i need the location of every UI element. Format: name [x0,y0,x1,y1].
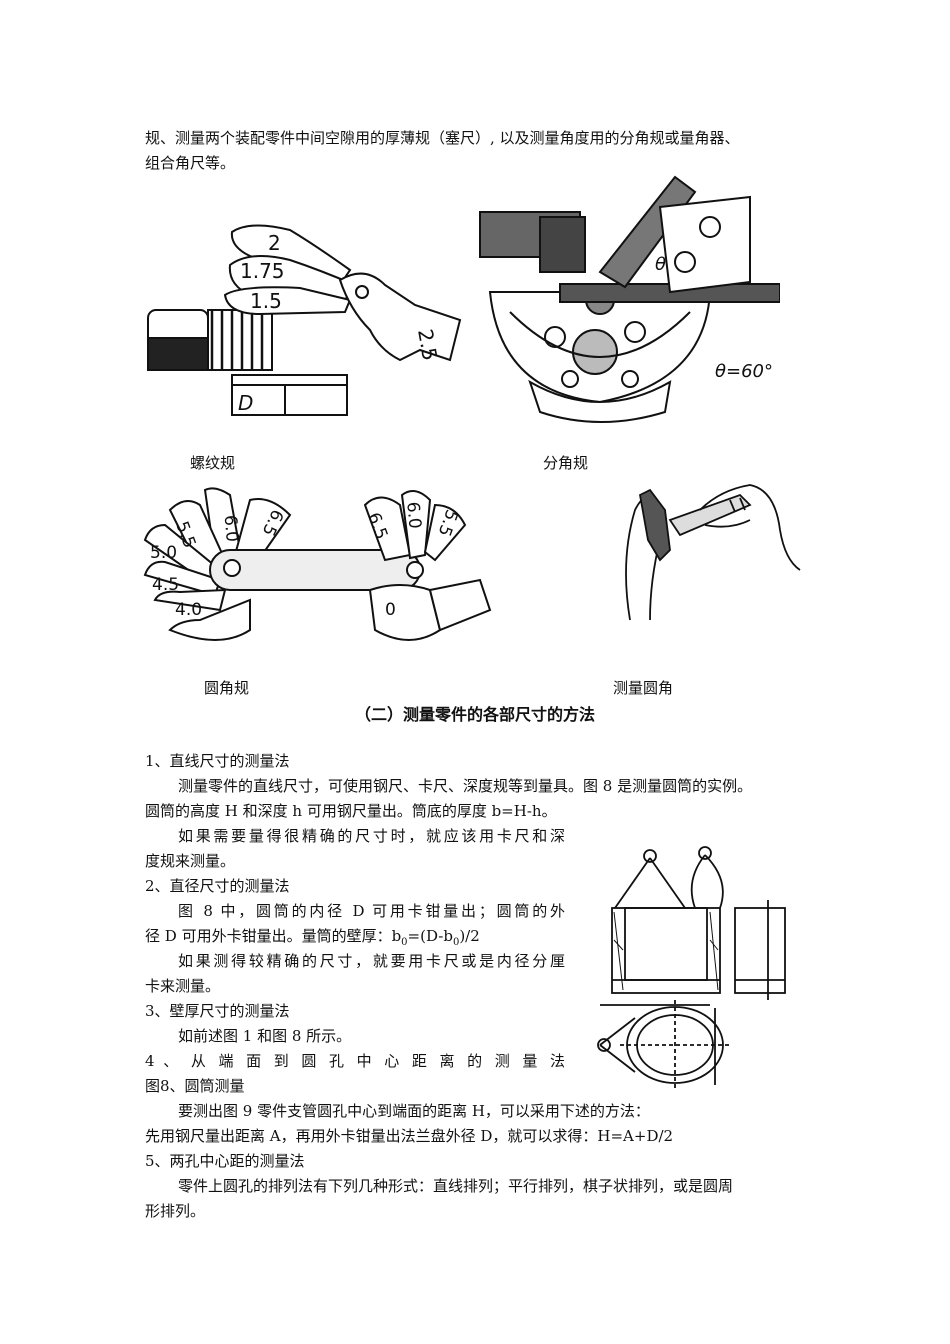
radius-label-45: 4.5 [152,575,179,595]
intro-line-2: 组合角尺等。 [145,154,236,172]
thread-label-175: 1.75 [240,259,285,283]
protractor-label-theta: θ [655,254,666,275]
s2-p1-line1: 图 8 中，圆筒的内径 D 可用卡钳量出；圆筒的外 [178,902,565,920]
intro-line-1: 规、测量两个装配零件中间空隙用的厚薄规（塞尺）, 以及测量角度用的分角规或量角器… [145,129,740,147]
s3-p1: 如前述图 1 和图 8 所示。 [178,1027,352,1045]
radius-label-40: 4.0 [175,600,202,620]
radius-label-60: 6.0 [220,514,242,543]
radius-label-50: 5.0 [150,543,177,563]
thread-label-2: 2 [268,231,281,255]
s4-title: 4 、 从 端 面 到 圆 孔 中 心 距 离 的 测 量 法 [145,1052,565,1070]
s2-title: 2、直径尺寸的测量法 [145,877,290,895]
protractor-figure: θ θ=60° [479,175,780,423]
s4-p1: 要测出图 9 零件支管圆孔中心到端面的距离 H，可以采用下述的方法： [178,1102,650,1120]
s1-title: 1、直线尺寸的测量法 [145,752,290,770]
cylinder-measuring-figure [597,846,786,1090]
section-title: （二）测量零件的各部尺寸的方法 [354,705,595,724]
thread-label-25: 2.5 [413,327,442,362]
radius-gauge-figure: 6.0 5.5 6.5 5.0 4.5 4.0 6.5 6.0 5.5 0 [143,487,492,641]
s1-p1-line1: 测量零件的直线尺寸，可使用钢尺、卡尺、深度规等到量具。图 8 是测量圆筒的实例。 [178,777,753,795]
protractor-label-angle: θ=60° [715,361,773,382]
s1-p2-line2: 度规来测量。 [145,852,236,870]
figure-8-caption: 图8、圆筒测量 [145,1077,245,1095]
s2-p2-line2: 卡来测量。 [145,977,221,995]
caption-protractor: 分角规 [543,454,589,472]
s5-p1-line1: 零件上圆孔的排列法有下列几种形式：直线排列；平行排列，棋子状排列，或是圆周 [178,1177,734,1195]
caption-thread-gauge: 螺纹规 [190,454,236,472]
radius-label-0: 0 [385,600,396,620]
caption-fillet-measuring: 测量圆角 [613,679,674,697]
s1-p1-line2: 圆筒的高度 H 和深度 h 可用钢尺量出。筒底的厚度 b=H-h。 [145,802,557,820]
s3-title: 3、壁厚尺寸的测量法 [145,1002,290,1020]
caption-radius-gauge: 圆角规 [204,679,250,697]
s4-p2: 先用钢尺量出距离 A，再用外卡钳量出法兰盘外径 D，就可以求得：H=A+D/2 [145,1127,674,1145]
s1-p2-line1: 如果需要量得很精确的尺寸时，就应该用卡尺和深 [178,827,565,845]
thread-label-d: D [238,391,253,415]
fillet-measuring-figure [625,484,801,621]
s2-p1-line2: 径 D 可用外卡钳量出。量筒的壁厚：b0=(D-b0)/2 [145,927,480,948]
s2-p2-line1: 如果测得较精确的尺寸，就要用卡尺或是内径分厘 [178,952,565,970]
thread-label-15: 1.5 [250,289,282,313]
s5-title: 5、两孔中心距的测量法 [145,1152,305,1170]
radius-label-60b: 6.0 [402,501,424,530]
thread-gauge-figure: 2 1.75 1.5 2.5 D [147,224,462,416]
s5-p1-line2: 形排列。 [145,1202,206,1220]
